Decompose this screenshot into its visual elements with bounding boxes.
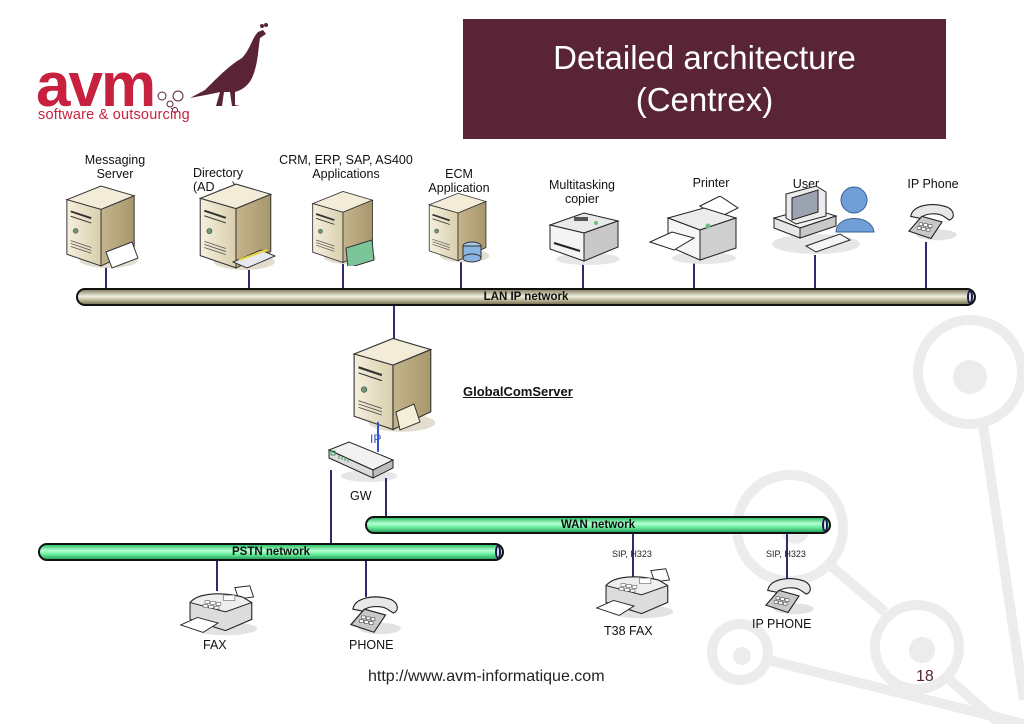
printer-icon: [648, 196, 739, 264]
link-copier: [582, 262, 584, 288]
directory-server-icon: [195, 180, 277, 272]
link-ecm: [460, 262, 462, 288]
crm-server-icon: [308, 188, 378, 266]
link-wan-t38fax: [632, 534, 634, 578]
ip-phone-wan-icon: [758, 572, 818, 618]
label-text: Printer: [692, 176, 730, 190]
label-crm-apps: CRM, ERP, SAP, AS400 Applications: [262, 153, 430, 181]
link-ip: [377, 422, 379, 452]
copier-icon: [548, 212, 620, 265]
t38fax-protocol-label: SIP, H323: [612, 549, 652, 559]
lan-network-bus: LAN IP network: [76, 288, 976, 306]
label-ip-phone: IP Phone: [898, 177, 968, 191]
avm-logo: avm: [30, 20, 300, 130]
pstn-network-bus: PSTN network: [38, 543, 504, 561]
label-text: CRM, ERP, SAP, AS400 Applications: [279, 153, 413, 181]
link-printer: [693, 262, 695, 288]
ipphone-wan-label: IP PHONE: [752, 617, 812, 631]
label-text: ECM Application: [428, 167, 490, 195]
messaging-server-icon: [62, 182, 140, 270]
logo-tagline: software & outsourcing: [38, 107, 190, 123]
link-gw-pstn: [330, 470, 332, 545]
link-pstn-phone: [365, 561, 367, 597]
link-crm: [342, 262, 344, 288]
t38fax-label: T38 FAX: [604, 624, 653, 638]
slide-title: Detailed architecture (Centrex): [463, 19, 946, 139]
footer-url-link[interactable]: http://www.avm-informatique.com: [368, 668, 605, 685]
label-text: Messaging Server: [84, 153, 146, 181]
fax-icon: [176, 582, 262, 638]
label-messaging-server: Messaging Server: [72, 153, 158, 181]
user-workstation-icon: [772, 185, 875, 254]
label-text: Multitasking copier: [549, 178, 615, 206]
link-directory: [248, 270, 250, 288]
link-gw-wan: [385, 478, 387, 516]
phone-label: PHONE: [349, 638, 394, 652]
link-lan-globalcom: [393, 306, 395, 340]
label-copier: Multitasking copier: [536, 178, 628, 206]
wan-network-label: WAN network: [560, 519, 636, 531]
ip-phone-icon: [902, 198, 960, 244]
wan-network-bus: WAN network: [365, 516, 831, 534]
label-ecm: ECM Application: [418, 167, 500, 195]
gateway-label: GW: [350, 489, 372, 503]
label-printer: Printer: [680, 176, 742, 190]
peacock-logo-icon: avm: [36, 23, 268, 120]
t38-fax-icon: [592, 565, 678, 621]
pstn-network-label: PSTN network: [232, 546, 310, 558]
pipe-end-cap: [495, 545, 501, 559]
lan-network-label: LAN IP network: [483, 291, 569, 303]
globalcomserver-icon: [344, 334, 442, 434]
fax-label: FAX: [203, 638, 227, 652]
ecm-server-icon: [424, 190, 492, 264]
link-wan-ipphone: [786, 534, 788, 584]
gateway-router-icon: [327, 441, 397, 482]
logo-brand: avm: [36, 51, 154, 120]
globalcomserver-label: GlobalComServer: [463, 384, 573, 399]
phone-icon: [344, 590, 404, 638]
link-pstn-fax: [216, 561, 218, 591]
ip-link-label: IP: [370, 432, 382, 446]
page-number: 18: [916, 668, 934, 685]
label-text: IP Phone: [907, 177, 959, 191]
link-messaging: [105, 262, 107, 288]
pipe-end-cap: [967, 290, 973, 304]
ipphone-protocol-label: SIP, H323: [766, 549, 806, 559]
link-user: [814, 255, 816, 288]
pipe-end-cap: [822, 518, 828, 532]
link-ipphone: [925, 242, 927, 288]
title-line-2: (Centrex): [635, 81, 774, 118]
title-line-1: Detailed architecture: [553, 39, 856, 76]
